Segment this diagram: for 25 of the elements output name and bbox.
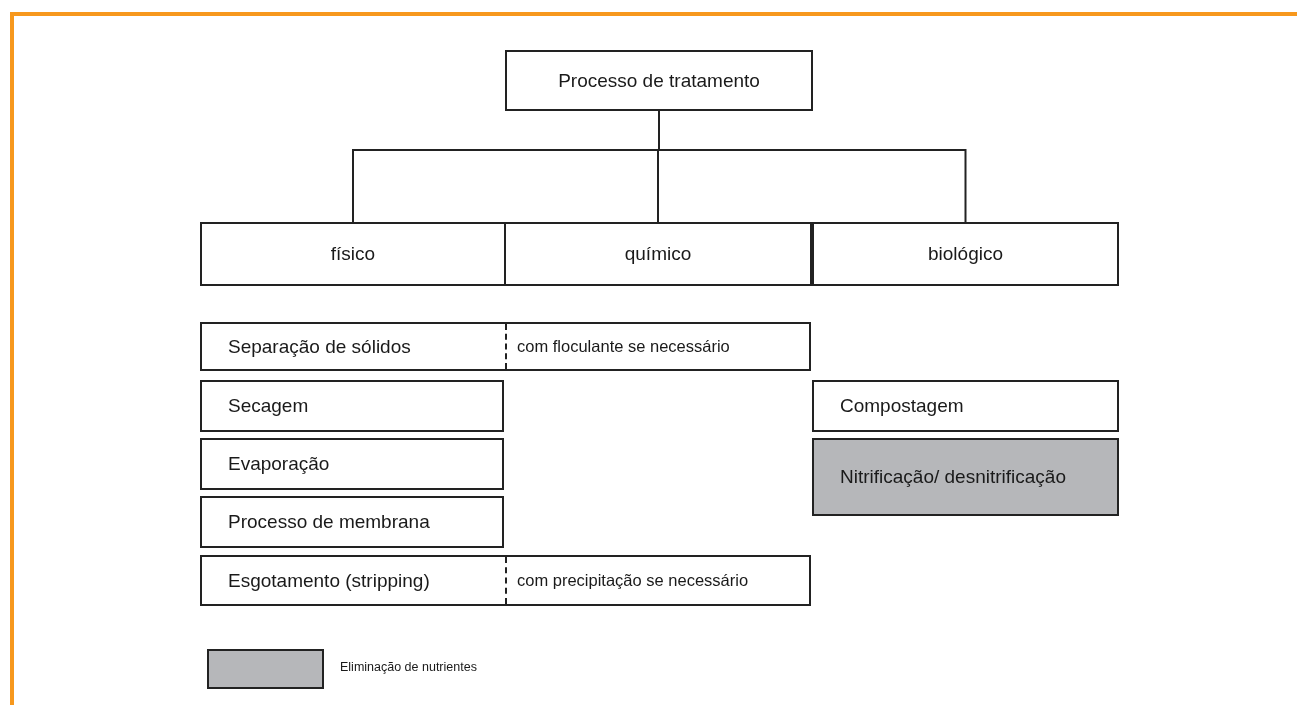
process-box <box>200 222 506 286</box>
box-label: Compostagem <box>839 395 964 417</box>
box-label: Processo de membrana <box>227 511 430 533</box>
box-label: Separação de sólidos <box>227 335 412 358</box>
box-label: Esgotamento (stripping) <box>227 569 431 592</box>
process-box <box>812 438 1119 516</box>
process-box <box>812 222 1119 286</box>
box-label: químico <box>624 243 692 265</box>
process-box <box>505 50 813 111</box>
box-label: físico <box>330 243 376 265</box>
box-label: Processo de tratamento <box>558 69 760 92</box>
process-box <box>200 496 504 548</box>
box-label: Evaporação <box>227 453 330 475</box>
box-label: biológico <box>928 243 1003 265</box>
process-box <box>200 438 504 490</box>
process-box <box>504 222 812 286</box>
process-box <box>200 555 811 606</box>
box-label: Secagem <box>227 395 309 417</box>
legend-text: Eliminação de nutrientes <box>340 660 477 674</box>
note-text: com precipitação se necessário <box>505 557 809 604</box>
note-text: com floculante se necessário <box>505 324 809 369</box>
process-box <box>200 322 811 371</box>
process-box <box>812 380 1119 432</box>
process-box <box>200 380 504 432</box>
box-label: Nitrificação/ desnitrificação <box>839 466 1066 488</box>
